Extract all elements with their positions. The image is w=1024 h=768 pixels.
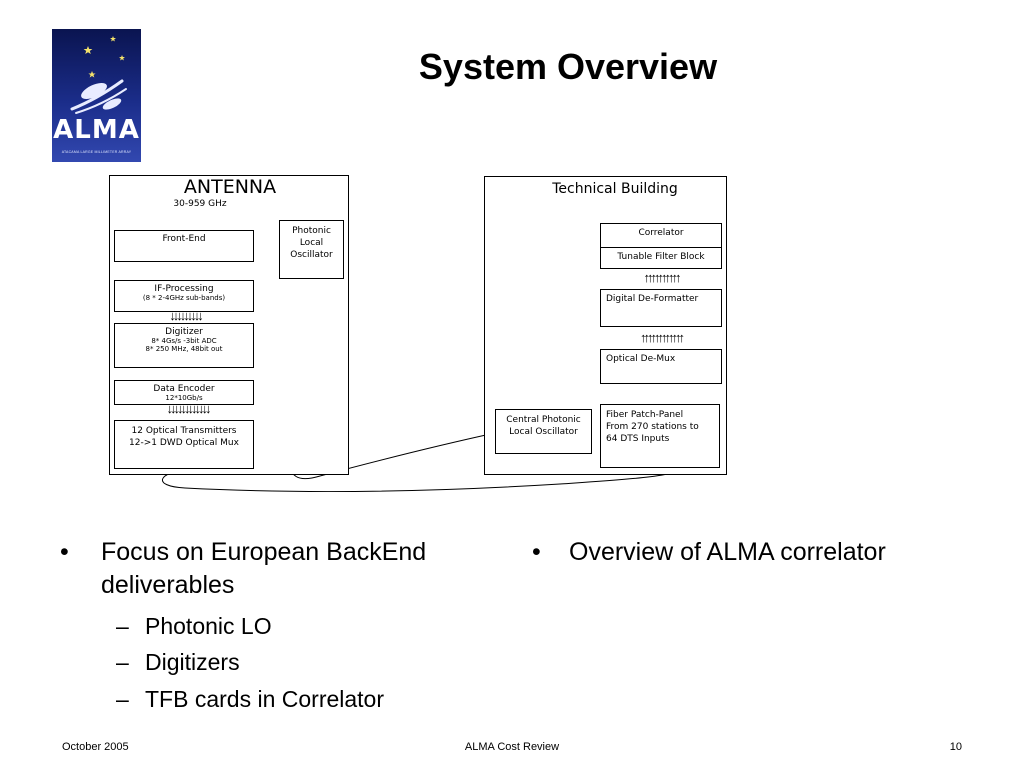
antenna-title: ANTENNA xyxy=(183,176,277,198)
front-end-box: Front-End xyxy=(114,230,254,262)
if-digitizer-arrows: ↓↓↓↓↓↓↓↓↓ xyxy=(169,308,204,323)
deformatter-correlator-arrows: ↑↑↑↑↑↑↑↑↑↑ xyxy=(643,270,682,285)
demux-box: Optical De-Mux xyxy=(600,349,722,384)
central-lo-line: Local Oscillator xyxy=(509,427,578,437)
photonic-lo-line: Oscillator xyxy=(290,250,333,260)
sub-bullet-tfb-cards: TFB cards in Correlator xyxy=(145,686,385,712)
sub-bullet-mark: – xyxy=(116,649,129,675)
footer-date: October 2005 xyxy=(62,741,129,753)
star-icon xyxy=(88,71,96,78)
if-processing-box: IF-Processing (8 * 2-4GHz sub-bands) xyxy=(114,280,254,312)
demux-deformatter-arrows: ↑↑↑↑↑↑↑↑↑↑↑↑ xyxy=(640,330,685,345)
bullet-mark: • xyxy=(532,538,541,566)
data-encoder-label: Data Encoder xyxy=(153,384,215,394)
data-encoder-box: Data Encoder 12*10Gb/s xyxy=(114,380,254,405)
demux-label: Optical De-Mux xyxy=(606,354,676,364)
patch-panel-line: Fiber Patch-Panel xyxy=(606,410,684,420)
tfb-label: Tunable Filter Block xyxy=(617,252,705,262)
logo-subtitle: ATACAMA LARGE MILLIMETER ARRAY xyxy=(61,150,132,154)
correlator-box: Correlator Tunable Filter Block xyxy=(600,223,722,269)
sub-bullet-mark: – xyxy=(116,613,129,639)
front-end-label: Front-End xyxy=(162,234,206,244)
logo-text: ALMA xyxy=(53,115,140,145)
frequency-range: 30-959 GHz xyxy=(173,199,227,209)
central-lo-line: Central Photonic xyxy=(506,415,581,425)
patch-panel-line: 64 DTS Inputs xyxy=(606,434,670,444)
optical-tx-line: 12 Optical Transmitters xyxy=(131,426,237,436)
data-encoder-detail: 12*10Gb/s xyxy=(165,394,203,403)
technical-building-title: Technical Building xyxy=(552,181,678,197)
slide-title: System Overview xyxy=(418,46,718,87)
photonic-lo-box: Photonic Local Oscillator xyxy=(279,220,344,279)
digitizer-detail: 8* 250 MHz, 48bit out xyxy=(145,345,223,354)
star-icon xyxy=(83,46,93,54)
digitizer-box: Digitizer 8* 4Gs/s -3bit ADC 8* 250 MHz,… xyxy=(114,323,254,368)
optical-tx-line: 12->1 DWD Optical Mux xyxy=(129,438,239,448)
footer-title: ALMA Cost Review xyxy=(464,741,560,753)
deformatter-box: Digital De-Formatter xyxy=(600,289,722,327)
correlator-label: Correlator xyxy=(638,228,684,238)
photonic-lo-line: Local xyxy=(299,238,324,248)
star-icon xyxy=(110,36,116,42)
footer-page-number: 10 xyxy=(949,741,962,753)
if-processing-label: IF-Processing xyxy=(154,284,214,294)
encoder-tx-arrows: ↓↓↓↓↓↓↓↓↓↓↓↓ xyxy=(166,401,212,416)
logo-graphic xyxy=(70,36,127,114)
digitizer-label: Digitizer xyxy=(165,327,203,337)
bullet-left-text-line1: Focus on European BackEnd xyxy=(101,538,427,566)
digitizer-detail: 8* 4Gs/s -3bit ADC xyxy=(151,337,217,346)
system-diagram: ANTENNA 30-959 GHz Front-End Photonic Lo… xyxy=(109,175,727,492)
correlator-divider xyxy=(601,247,721,248)
if-processing-detail: (8 * 2-4GHz sub-bands) xyxy=(142,294,226,303)
patch-panel-line: From 270 stations to xyxy=(606,422,699,432)
optical-tx-box: 12 Optical Transmitters 12->1 DWD Optica… xyxy=(114,420,254,469)
sub-bullet-digitizers: Digitizers xyxy=(145,649,240,675)
data-fiber-loop xyxy=(161,465,682,492)
central-lo-box: Central Photonic Local Oscillator xyxy=(495,409,592,454)
sub-bullet-photonic-lo: Photonic LO xyxy=(145,613,272,639)
alma-logo: ALMA ATACAMA LARGE MILLIMETER ARRAY xyxy=(52,29,141,162)
sub-bullet-mark: – xyxy=(116,686,129,712)
deformatter-label: Digital De-Formatter xyxy=(606,294,699,304)
bullet-left-text-line2: deliverables xyxy=(101,571,235,599)
bullet-right-text: Overview of ALMA correlator xyxy=(569,538,886,566)
star-icon xyxy=(119,55,125,61)
patch-panel-box: Fiber Patch-Panel From 270 stations to 6… xyxy=(600,404,720,468)
bullet-mark: • xyxy=(60,538,69,566)
photonic-lo-line: Photonic xyxy=(292,226,331,236)
